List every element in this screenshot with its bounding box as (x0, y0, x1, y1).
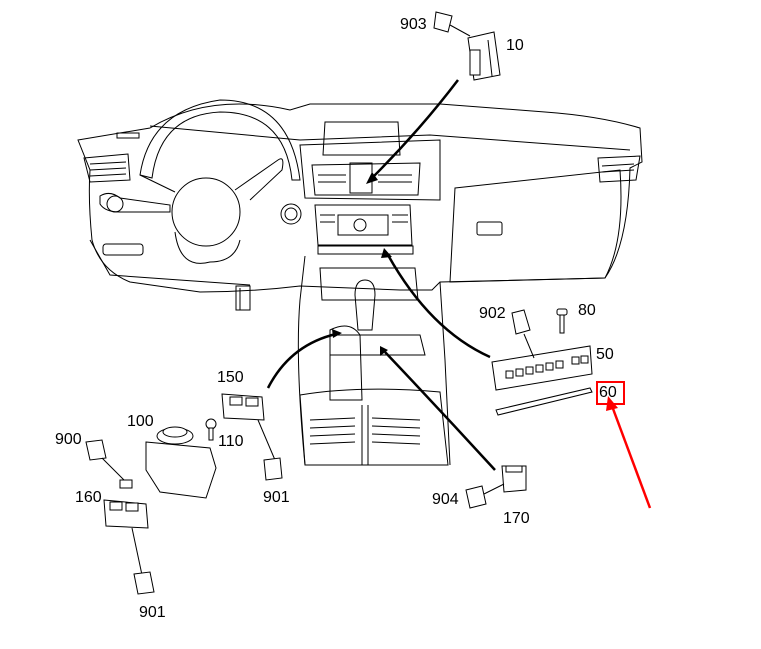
gear-shifter (354, 279, 376, 331)
part-901a-connector (263, 457, 283, 481)
part-150-switch (221, 393, 276, 461)
rear-vents (299, 388, 449, 466)
part-900-connector (85, 439, 133, 489)
callout-160: 160 (75, 489, 102, 506)
steering-wheel (139, 99, 301, 181)
highlight-arrow (606, 396, 652, 509)
highlight-box (596, 381, 625, 405)
callout-903: 903 (400, 16, 427, 33)
part-903-connector (433, 11, 471, 37)
part-160-switch (103, 499, 149, 576)
callout-100: 100 (127, 413, 154, 430)
callout-150: 150 (217, 369, 244, 386)
right-vent (597, 155, 641, 183)
part-110-screw (205, 418, 217, 441)
callout-110: 110 (218, 433, 244, 450)
part-80-screw (556, 308, 568, 334)
part-170-switch (483, 465, 527, 495)
dashboard-outline (77, 103, 643, 293)
part-901b-connector (133, 571, 155, 595)
callout-901b: 901 (139, 604, 166, 621)
arrow-50 (386, 254, 491, 359)
callout-901a: 901 (263, 489, 290, 506)
arrow-150 (266, 332, 337, 389)
steering-hub (171, 177, 241, 247)
part-10-switch (467, 31, 501, 81)
part-100-controller (145, 426, 217, 499)
radio-unit (314, 204, 413, 246)
part-902-connector (511, 309, 535, 359)
callout-170: 170 (503, 510, 530, 527)
glovebox (449, 169, 622, 283)
arrow-170 (384, 351, 496, 471)
callout-50: 50 (596, 346, 614, 363)
left-vent (83, 153, 131, 183)
callout-10: 10 (506, 37, 524, 54)
part-904-connector (465, 485, 487, 509)
callout-904: 904 (432, 491, 459, 508)
callout-60: 60 (599, 384, 617, 401)
callout-900: 900 (55, 431, 82, 448)
callout-902: 902 (479, 305, 506, 322)
part-60-trim-strip (495, 387, 593, 416)
center-vents (311, 162, 421, 196)
part-50-switch-panel (491, 345, 593, 391)
arrow-10 (371, 79, 459, 179)
callout-80: 80 (578, 302, 596, 319)
